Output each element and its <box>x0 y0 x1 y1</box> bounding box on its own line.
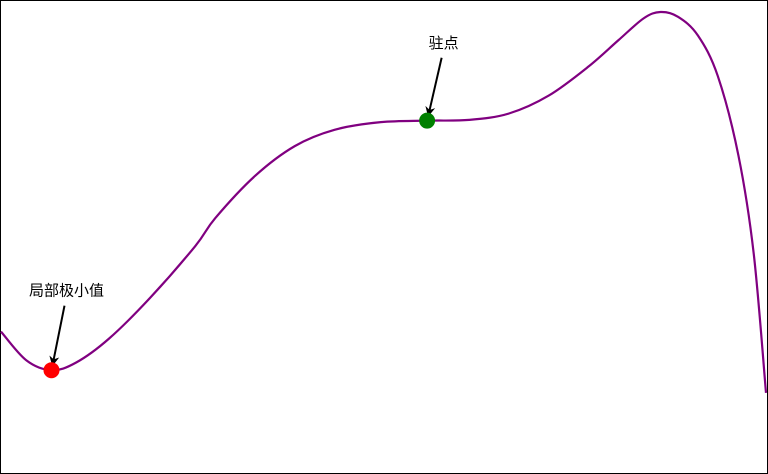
point-marker-0 <box>43 362 60 379</box>
series-layer <box>0 10 768 393</box>
annotation-label-0: 局部极小值 <box>29 282 104 300</box>
annotation-label-1: 驻点 <box>429 34 459 52</box>
annotation-arrow-0 <box>49 305 66 367</box>
series-line-0 <box>0 10 768 393</box>
annotation-arrow-1 <box>425 57 443 117</box>
point-marker-1 <box>419 112 436 129</box>
annotation-layer: 局部极小值 驻点 <box>29 34 459 367</box>
marker-layer <box>43 112 436 379</box>
